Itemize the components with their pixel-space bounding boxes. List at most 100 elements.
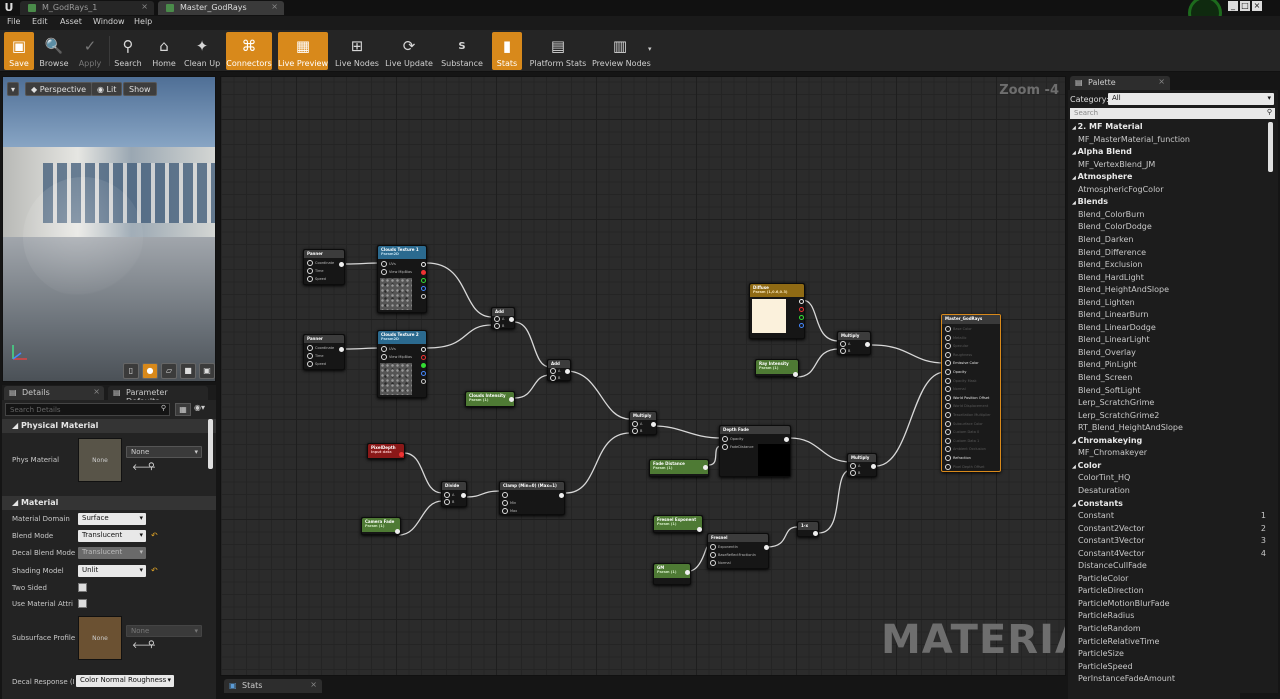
menu-asset[interactable]: Asset: [60, 17, 82, 26]
output-a-pin[interactable]: [421, 379, 426, 384]
tab-master-godrays[interactable]: Master_GodRays ×: [158, 1, 284, 15]
output-pin[interactable]: [509, 317, 514, 322]
material-domain-dropdown[interactable]: Surface: [78, 513, 146, 525]
master-pin[interactable]: Metallic: [945, 335, 967, 341]
decal-blend-mode-dropdown[interactable]: Translucent: [78, 547, 146, 559]
subsurface-profile-dropdown[interactable]: None: [126, 625, 202, 637]
multiply-node-2[interactable]: Multiply A B: [837, 331, 871, 355]
decal-response-dropdown[interactable]: Color Normal Roughness: [76, 675, 174, 687]
palette-item[interactable]: MF_Chromakeyer: [1078, 448, 1148, 458]
tab-palette[interactable]: ▤Palette×: [1070, 76, 1170, 90]
output-pin[interactable]: [865, 342, 870, 347]
master-pin[interactable]: Specular: [945, 343, 968, 349]
palette-category[interactable]: ◢ Chromakeying: [1072, 436, 1142, 445]
master-pin[interactable]: Subsurface Color: [945, 421, 983, 427]
tab-parameter-defaults[interactable]: ▤Parameter Defaults: [108, 386, 208, 406]
palette-item[interactable]: ParticleSize: [1078, 649, 1124, 659]
menu-edit[interactable]: Edit: [32, 17, 48, 26]
output-pin[interactable]: [813, 531, 818, 536]
master-pin[interactable]: Normal: [945, 386, 966, 392]
palette-category[interactable]: ◢ Blends: [1072, 197, 1108, 206]
multiply-node-3[interactable]: Multiply A B: [847, 453, 877, 477]
palette-category[interactable]: ◢ Alpha Blend: [1072, 147, 1132, 156]
pin-coordinate[interactable]: Coordinate: [307, 260, 334, 266]
palette-item[interactable]: Blend_ColorDodge: [1078, 222, 1152, 232]
palette-item[interactable]: ParticleMotionBlurFade: [1078, 598, 1170, 608]
palette-item[interactable]: Blend_HardLight: [1078, 272, 1144, 282]
mesh-primitive-button[interactable]: ▣: [199, 363, 215, 379]
palette-item[interactable]: Blend_LinearLight: [1078, 335, 1150, 345]
output-g-pin[interactable]: [799, 315, 804, 320]
category-dropdown[interactable]: All: [1108, 93, 1274, 105]
palette-item[interactable]: Blend_HeightAndSlope: [1078, 285, 1170, 295]
master-pin[interactable]: Custom Data 0: [945, 429, 979, 435]
palette-item[interactable]: DistanceCullFade: [1078, 561, 1147, 571]
material-graph[interactable]: Zoom -4 MATERIAL Panner Coordinate Time …: [220, 76, 1066, 676]
palette-item[interactable]: ParticleRadius: [1078, 611, 1135, 621]
palette-item[interactable]: Blend_LinearDodge: [1078, 322, 1156, 332]
pin-b[interactable]: B: [632, 428, 642, 434]
output-pin[interactable]: [871, 464, 876, 469]
output-pin[interactable]: [399, 452, 404, 457]
palette-category[interactable]: ◢ Constants: [1072, 499, 1123, 508]
cube-primitive-button[interactable]: ■: [180, 363, 196, 379]
pin-speed[interactable]: Speed: [307, 276, 326, 282]
palette-item[interactable]: Blend_Lighten: [1078, 297, 1135, 307]
palette-item[interactable]: Blend_Overlay: [1078, 347, 1136, 357]
palette-item[interactable]: ParticleRandom: [1078, 624, 1141, 633]
phys-material-dropdown[interactable]: None: [126, 446, 202, 458]
divide-node[interactable]: Divide A B: [441, 481, 467, 507]
palette-item[interactable]: Blend_PinLight: [1078, 360, 1137, 370]
platform-stats-button[interactable]: ▤Platform Stats: [528, 32, 588, 70]
browse-button[interactable]: 🔍Browse: [38, 32, 70, 70]
output-pin[interactable]: [784, 437, 789, 442]
pin-uvs[interactable]: UVs: [381, 346, 396, 352]
view-options-button[interactable]: ▦: [175, 403, 191, 416]
live-update-button[interactable]: ⟳Live Update: [384, 32, 434, 70]
output-pin[interactable]: [685, 570, 690, 575]
lit-button[interactable]: ◉ Lit: [91, 82, 123, 96]
pin-time[interactable]: Time: [307, 353, 324, 359]
close-icon[interactable]: ×: [141, 2, 148, 11]
add-node-2[interactable]: Add A B: [547, 359, 571, 381]
output-r-pin[interactable]: [799, 307, 804, 312]
home-button[interactable]: ⌂Home: [148, 32, 180, 70]
master-pin[interactable]: World Position Offset: [945, 395, 989, 401]
use-selected-icon[interactable]: 🡐: [132, 463, 157, 473]
depth-fade-node[interactable]: Depth Fade Opacity FadeDistance: [719, 425, 791, 477]
output-b-pin[interactable]: [421, 286, 426, 291]
palette-item[interactable]: ParticleColor: [1078, 573, 1129, 583]
pin-view-mipbias[interactable]: View MipBias: [381, 269, 412, 275]
blend-mode-dropdown[interactable]: Translucent: [78, 530, 146, 542]
pin-min[interactable]: Min: [502, 500, 516, 506]
live-nodes-button[interactable]: ⊞Live Nodes: [334, 32, 380, 70]
browse-asset-icon[interactable]: ⚲: [148, 462, 155, 472]
menu-file[interactable]: File: [7, 17, 21, 26]
palette-item[interactable]: ColorTint_HQ: [1078, 473, 1131, 483]
master-pin[interactable]: Opacity: [945, 369, 966, 375]
palette-item[interactable]: Blend_Exclusion: [1078, 260, 1143, 270]
master-pin[interactable]: Ambient Occlusion: [945, 446, 986, 452]
palette-item[interactable]: Blend_SoftLight: [1078, 385, 1141, 395]
use-material-attributes-checkbox[interactable]: [78, 599, 87, 608]
chevron-down-icon[interactable]: ▾: [648, 45, 652, 53]
close-icon[interactable]: ×: [93, 387, 100, 396]
output-pin[interactable]: [651, 422, 656, 427]
palette-item[interactable]: Blend_Difference: [1078, 247, 1147, 257]
master-pin[interactable]: Pixel Depth Offset: [945, 464, 985, 470]
palette-item[interactable]: PerInstanceFadeAmount: [1078, 674, 1175, 684]
master-pin[interactable]: Tessellation Multiplier: [945, 412, 991, 418]
palette-category[interactable]: ◢ 2. MF Material: [1072, 122, 1143, 131]
palette-item[interactable]: Blend_ColorBurn: [1078, 209, 1145, 219]
palette-item[interactable]: AtmosphericFogColor: [1078, 184, 1164, 194]
output-pin[interactable]: [395, 529, 400, 534]
close-icon[interactable]: ×: [310, 680, 317, 689]
tab-m-godrays-1[interactable]: M_GodRays_1 ×: [20, 1, 154, 15]
plane-primitive-button[interactable]: ▱: [161, 363, 177, 379]
pin-a[interactable]: A: [494, 316, 504, 322]
